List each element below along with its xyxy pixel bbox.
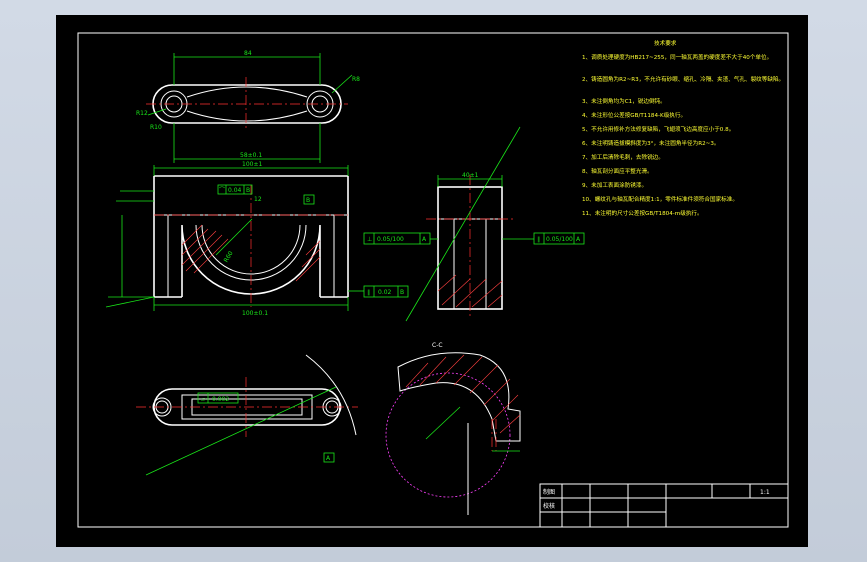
tol-flatness-3: 0.002 [212,396,229,403]
tech-note: 7、加工后清除毛刺，去除锐边。 [582,153,664,161]
dim-front-top: 100±1 [242,161,262,168]
tol-datum-b-2: B [400,289,404,296]
svg-text:⌒: ⌒ [219,187,225,194]
tol-parallel-1: 0.02 [378,289,392,296]
svg-text:⊥: ⊥ [367,236,372,243]
dim-front-bottom: 100±0.1 [242,310,268,317]
tol-parallel-2: 0.05/100 [546,236,573,243]
dim-top-length: 84 [244,50,252,57]
section-label: C-C [432,342,443,349]
tech-note: 10、螺纹孔与轴瓦配合精度1:1，零件标准件须符合国家标准。 [582,195,738,203]
drawing-canvas[interactable]: 84 58±0.1 R12 R10 R8 100±1 [56,15,808,547]
dim-r12: R12 [136,110,148,117]
datum-b: B [306,197,310,204]
technical-requirements: 技术要求 1、调质处理硬度为HB217~255，同一轴瓦两盖的硬度差不大于40个… [582,39,784,217]
side-view: 40±1 ⊥ 0.05/100 A ∥ 0.05/100 A [363,126,585,322]
front-view: 100±1 100±0.1 R60 12 ⌒ 0.04 B B ∥ 0.02 B [105,161,409,317]
tech-note: 11、未注明的尺寸公差按GB/T1804-m级执行。 [582,209,703,217]
tol-datum-a-2: A [576,236,581,243]
tol-datum-a-1: A [422,236,427,243]
tech-note: 9、未加工表面涂防锈漆。 [582,181,647,189]
tech-note: 8、轴瓦剖分面应平整光滑。 [582,167,653,175]
dim-r60: R60 [223,250,235,264]
dim-r10: R10 [150,124,162,131]
tol-flatness-1: 0.04 [228,187,242,194]
section-detail: C-C [385,342,521,515]
tech-note: 2、铸造圆角为R2~R3，不允许有砂眼、缩孔、冷隔、夹渣、气孔、裂纹等缺陷。 [582,75,784,83]
tech-note: 6、未注明铸造拔模斜度为3°，未注圆角半径为R2~3。 [582,139,719,147]
tech-note: 5、不允许用修补方法修复缺陷，飞翅须飞边高度应小于0.8。 [582,125,734,133]
svg-text:▱: ▱ [201,396,206,403]
bottom-view: ▱ 0.002 A [136,354,358,476]
dim-front-half: 12 [254,196,262,203]
datum-a: A [326,455,331,462]
tol-datum-b-1: B [246,187,250,194]
dim-r8: R8 [352,76,360,83]
title-scale: 1:1 [760,489,770,496]
title-block: 制图 校核 1:1 [539,483,789,528]
tech-note: 3、未注倒角均为C1，锐边倒钝。 [582,97,666,105]
cad-drawing: 84 58±0.1 R12 R10 R8 100±1 [77,32,789,528]
tech-note: 1、调质处理硬度为HB217~255，同一轴瓦两盖的硬度差不大于40个单位。 [582,53,772,61]
title-drawn-label: 制图 [543,488,555,496]
dim-side-top: 40±1 [462,172,479,179]
title-checked-label: 校核 [543,502,555,510]
svg-text:∥: ∥ [537,236,540,243]
top-view: 84 58±0.1 R12 R10 R8 [136,50,360,163]
tech-note: 4、未注形位公差按GB/T1184-K级执行。 [582,111,686,119]
drawing-frame [77,32,789,528]
svg-text:∥: ∥ [367,289,370,296]
dim-top-bottom: 58±0.1 [240,152,262,159]
tech-title: 技术要求 [654,39,677,47]
tol-perpendicularity-1: 0.05/100 [377,236,404,243]
